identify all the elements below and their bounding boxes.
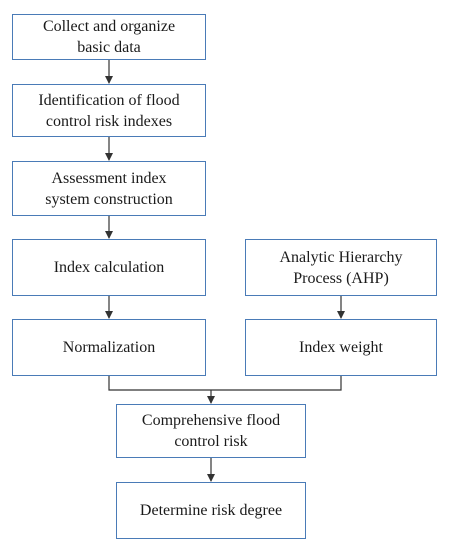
node-comprehensive-flood-risk: Comprehensive flood control risk [116,404,306,458]
node-assessment-label: Assessment index system construction [45,169,173,208]
node-assessment-system-construction: Assessment index system construction [12,161,206,216]
node-index-weight: Index weight [245,319,437,376]
node-comprehensive-label: Comprehensive flood control risk [141,412,281,450]
node-index-calculation-label: Index calculation [53,259,165,276]
node-normalization-label: Normalization [62,339,156,356]
connector-index-weight-merge [211,376,342,391]
node-identification-risk-indexes: Identification of flood control risk ind… [12,84,206,137]
node-collect-label: Collect and organize basic data [42,18,176,56]
node-identification-label: Identification of flood control risk ind… [38,91,180,130]
node-ahp-label: Analytic Hierarchy Process (AHP) [279,248,403,287]
node-index-weight-label: Index weight [299,339,383,356]
connector-normalization-merge [108,376,211,391]
node-determine-risk-degree: Determine risk degree [116,482,306,539]
node-determine-label: Determine risk degree [139,502,283,519]
node-index-calculation: Index calculation [12,239,206,296]
node-normalization: Normalization [12,319,206,376]
node-ahp: Analytic Hierarchy Process (AHP) [245,239,437,296]
node-collect-basic-data: Collect and organize basic data [12,14,206,60]
